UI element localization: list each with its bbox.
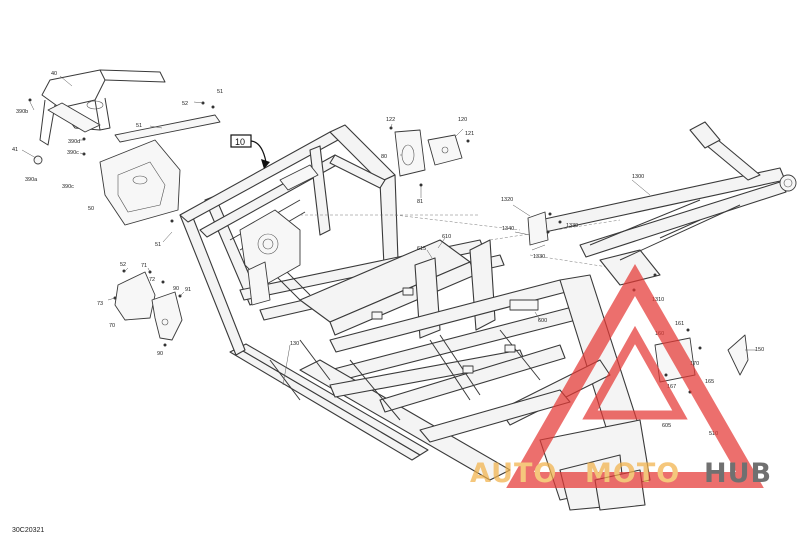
watermark-triangle-outer (506, 263, 764, 488)
front-steering-assy (239, 164, 319, 306)
callout-label: 605 (662, 423, 671, 429)
front-bumper-part (28, 69, 166, 165)
callout-label: 41 (12, 147, 18, 153)
callout-label: 390a (25, 177, 38, 183)
callout-label: 1310 (652, 297, 664, 303)
callout-label: 52 (182, 101, 188, 107)
callout-label: 150 (755, 347, 764, 353)
callout-label: 1340 (502, 226, 514, 232)
watermark-text-auto: AUTO (470, 458, 557, 489)
reference-box: 10 (230, 134, 270, 169)
leader-lines (21, 75, 756, 386)
callout-label: 1330 (533, 254, 545, 260)
callout-label: 121 (465, 131, 474, 137)
callout-label: 510 (709, 431, 718, 437)
rear-subframe-part (527, 121, 797, 292)
front-guard-part (99, 101, 221, 226)
automotohub-watermark: AUTO MOTO HUB (470, 263, 772, 489)
callout-label: 390b (16, 109, 28, 115)
callout-label: 72 (149, 277, 155, 283)
callout-label: 80 (381, 154, 387, 160)
callout-label: 1339 (566, 223, 578, 229)
callout-label: 90 (173, 286, 179, 292)
callout-label: 615 (417, 246, 426, 252)
mount-bracket-left (113, 269, 183, 347)
callout-label: 70 (109, 323, 115, 329)
callout-label: 52 (120, 262, 126, 268)
callout-label: 91 (185, 287, 191, 293)
callout-label: 390c (62, 184, 74, 190)
callout-label: 390d (68, 139, 80, 145)
callout-label: 1320 (501, 197, 513, 203)
callout-label: 165 (705, 379, 714, 385)
watermark-text-moto: MOTO (585, 458, 680, 489)
callout-label: 51 (155, 242, 161, 248)
callout-label: 51 (217, 89, 223, 95)
callout-label: 167 (667, 384, 676, 390)
callout-label: 161 (675, 321, 684, 327)
callout-label: 130 (290, 341, 299, 347)
callout-label: 81 (417, 199, 423, 205)
callout-label: 610 (442, 234, 451, 240)
reference-box-label: 10 (235, 137, 245, 147)
callout-label: 50 (88, 206, 94, 212)
callout-label: 120 (458, 117, 467, 123)
watermark-text-hub: HUB (704, 458, 772, 489)
callout-labels: 40 390b 390d 390c 390c 390a 41 50 51 51 … (12, 71, 764, 437)
callout-label: 1300 (632, 174, 644, 180)
drawing-code: 30C20321 (12, 527, 44, 534)
watermark-triangle-inner (582, 325, 688, 420)
callout-label: 71 (141, 263, 147, 269)
callout-label: 600 (538, 318, 547, 324)
callout-label: 170 (690, 361, 699, 367)
callout-label: 390c (67, 150, 79, 156)
main-frame (179, 124, 651, 511)
callout-label: 40 (51, 71, 57, 77)
mount-bracket-center (389, 126, 470, 187)
callout-label: 122 (386, 117, 395, 123)
callout-label: 51 (136, 123, 142, 129)
callout-label: 90 (157, 351, 163, 357)
callout-label: 73 (97, 301, 103, 307)
